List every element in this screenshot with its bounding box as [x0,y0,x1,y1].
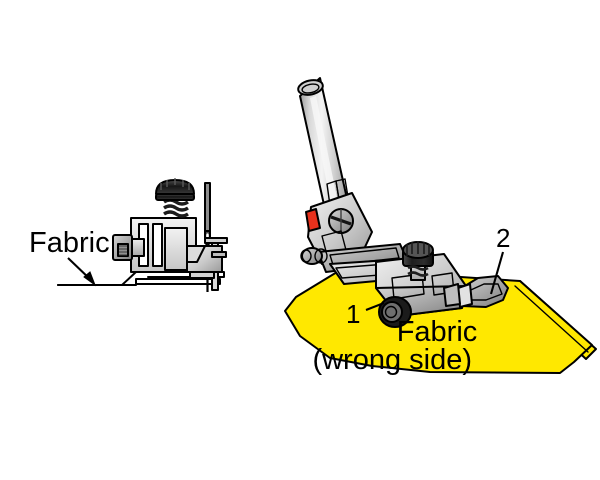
foot-toe [189,271,215,279]
fabric-label-main-line1: Fabric [397,316,478,348]
callout-2-number: 2 [496,223,510,253]
left-side-view-diagram: Fabric [29,178,228,292]
red-accent-tab [305,208,321,232]
callout-1-number: 1 [346,299,360,329]
right-perspective-diagram: 1 2 Fabric (wrong side) [284,77,597,376]
thumb-screw-knob [155,178,195,201]
left-pivot-pin [300,247,328,265]
fabric-sheet [284,268,597,374]
foot-sole-block [186,245,227,273]
guide-adjust-screw [402,241,434,281]
callout-1: 1 [346,299,385,329]
fabric-label-left: Fabric [29,227,110,259]
callout-2: 2 [489,223,510,295]
fabric-leader-arrow [67,257,97,287]
fabric-edge-guide [443,275,509,308]
callout-1-knob [378,296,412,328]
side-adjust-screw [112,234,145,261]
upper-clamp-head [305,192,373,265]
fabric-label-main-line2: (wrong side) [312,344,472,376]
